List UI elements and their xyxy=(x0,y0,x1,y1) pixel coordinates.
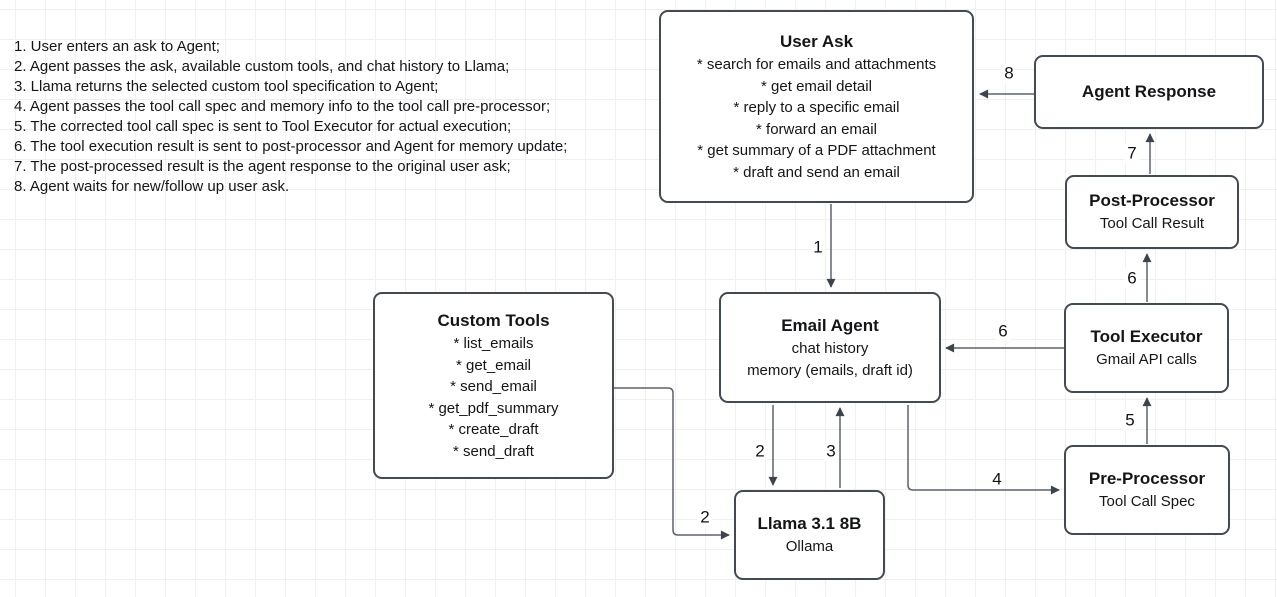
node-item: * send_email xyxy=(450,378,537,395)
node-title: Pre-Processor xyxy=(1088,469,1206,489)
node-title: Agent Response xyxy=(1081,82,1217,101)
edge-label-4: 4 xyxy=(989,469,1005,489)
node-title: Tool Executor xyxy=(1090,327,1203,347)
edge-label-5: 5 xyxy=(1122,410,1138,430)
node-user-ask: User Ask * search for emails and attachm… xyxy=(659,10,974,203)
node-item: * get_pdf_summary xyxy=(428,399,559,417)
workflow-step: 5. The corrected tool call spec is sent … xyxy=(14,118,512,135)
edge-label-3: 3 xyxy=(823,441,839,461)
node-item: chat history xyxy=(791,340,869,357)
node-item: * get summary of a PDF attachment xyxy=(697,142,936,159)
node-custom-tools: Custom Tools * list_emails * get_email *… xyxy=(373,292,614,479)
node-title: Llama 3.1 8B xyxy=(757,514,862,534)
workflow-step: 8. Agent waits for new/follow up user as… xyxy=(14,178,290,195)
node-item: * get_email xyxy=(455,356,532,374)
node-item: * get email detail xyxy=(761,77,872,95)
node-item: * forward an email xyxy=(756,120,877,138)
edge-label-2-tools-llama: 2 xyxy=(697,507,713,527)
node-subtitle: Tool Call Spec xyxy=(1099,493,1195,511)
node-item: * reply to a specific email xyxy=(733,99,900,116)
edge-4-email-agent-to-pre-processor xyxy=(907,405,1060,495)
edge-label-6-to-post: 6 xyxy=(1124,268,1140,288)
edge-label-2-agent-llama: 2 xyxy=(752,441,768,461)
node-item: * create_draft xyxy=(448,421,539,438)
node-tool-executor: Tool Executor Gmail API calls xyxy=(1064,303,1229,393)
workflow-step: 2. Agent passes the ask, available custo… xyxy=(14,58,510,75)
workflow-step: 6. The tool execution result is sent to … xyxy=(14,138,568,155)
node-item: * search for emails and attachments xyxy=(696,56,937,73)
node-item: * list_emails xyxy=(453,335,534,352)
workflow-step: 1. User enters an ask to Agent; xyxy=(14,38,220,55)
node-subtitle: Tool Call Result xyxy=(1099,215,1205,233)
node-subtitle: Gmail API calls xyxy=(1096,351,1197,369)
workflow-step: 3. Llama returns the selected custom too… xyxy=(14,78,439,95)
node-post-processor: Post-Processor Tool Call Result xyxy=(1065,175,1239,249)
node-item: memory (emails, draft id) xyxy=(747,361,913,379)
workflow-steps-list: 1. User enters an ask to Agent; 2. Agent… xyxy=(14,37,567,197)
node-agent-response: Agent Response xyxy=(1034,55,1264,129)
node-title: Email Agent xyxy=(781,316,879,335)
node-title: Post-Processor xyxy=(1089,191,1215,211)
node-llama: Llama 3.1 8B Ollama xyxy=(734,490,885,580)
node-title: User Ask xyxy=(779,32,854,51)
node-item: * draft and send an email xyxy=(733,163,900,181)
node-subtitle: Ollama xyxy=(785,538,834,556)
workflow-step: 4. Agent passes the tool call spec and m… xyxy=(14,98,551,115)
node-pre-processor: Pre-Processor Tool Call Spec xyxy=(1064,445,1230,535)
node-item: * send_draft xyxy=(453,442,534,460)
edge-label-6-to-agent: 6 xyxy=(995,321,1011,341)
node-email-agent: Email Agent chat history memory (emails,… xyxy=(719,292,941,403)
workflow-step: 7. The post-processed result is the agen… xyxy=(14,158,511,175)
edge-label-1: 1 xyxy=(810,237,826,257)
edge-label-8: 8 xyxy=(1001,63,1017,83)
edge-label-7: 7 xyxy=(1124,143,1140,163)
node-title: Custom Tools xyxy=(437,311,550,330)
